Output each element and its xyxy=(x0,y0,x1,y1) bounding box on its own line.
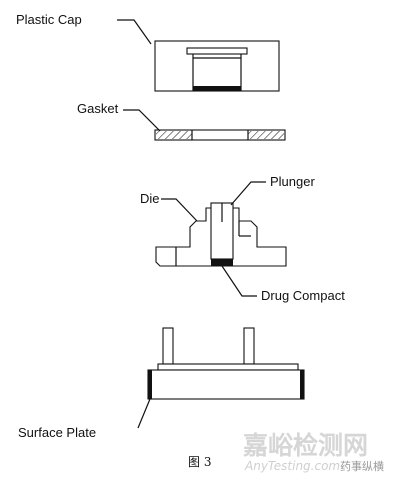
plunger-part xyxy=(210,202,234,266)
plunger-leader xyxy=(230,181,266,206)
gasket-hatch-right xyxy=(248,131,284,139)
plastic-cap-seal xyxy=(193,86,241,91)
gasket-hatch-left xyxy=(156,131,192,139)
plastic-cap-leader xyxy=(117,19,152,45)
watermark-en: AnyTesting.com xyxy=(244,459,340,473)
surface-plate-pin-right xyxy=(243,327,255,365)
plastic-cap-cavity xyxy=(192,54,242,91)
surface-plate-top xyxy=(157,363,299,371)
watermark-cn: 嘉峪检测网 xyxy=(243,431,368,460)
plastic-cap-part xyxy=(154,40,280,92)
figure-caption: 图 3 xyxy=(188,455,211,469)
drug-compact-label: Drug Compact xyxy=(261,288,345,303)
surface-plate-base xyxy=(147,369,305,400)
plunger-label: Plunger xyxy=(270,174,315,189)
gasket-leader xyxy=(123,109,161,132)
watermark-tag: 药事纵横 xyxy=(340,459,384,473)
plastic-cap-label: Plastic Cap xyxy=(16,12,82,27)
surface-plate-part xyxy=(147,327,305,400)
drug-compact xyxy=(211,259,233,266)
surface-plate-label: Surface Plate xyxy=(18,425,96,440)
die-leader xyxy=(161,198,198,222)
surface-plate-leader xyxy=(137,398,151,429)
gasket-label: Gasket xyxy=(77,101,119,116)
drug-compact-leader xyxy=(221,265,257,297)
die-label: Die xyxy=(140,191,160,206)
surface-plate-pin-left xyxy=(162,327,174,365)
plastic-cap-lip xyxy=(186,47,248,55)
gasket-part xyxy=(154,129,286,141)
